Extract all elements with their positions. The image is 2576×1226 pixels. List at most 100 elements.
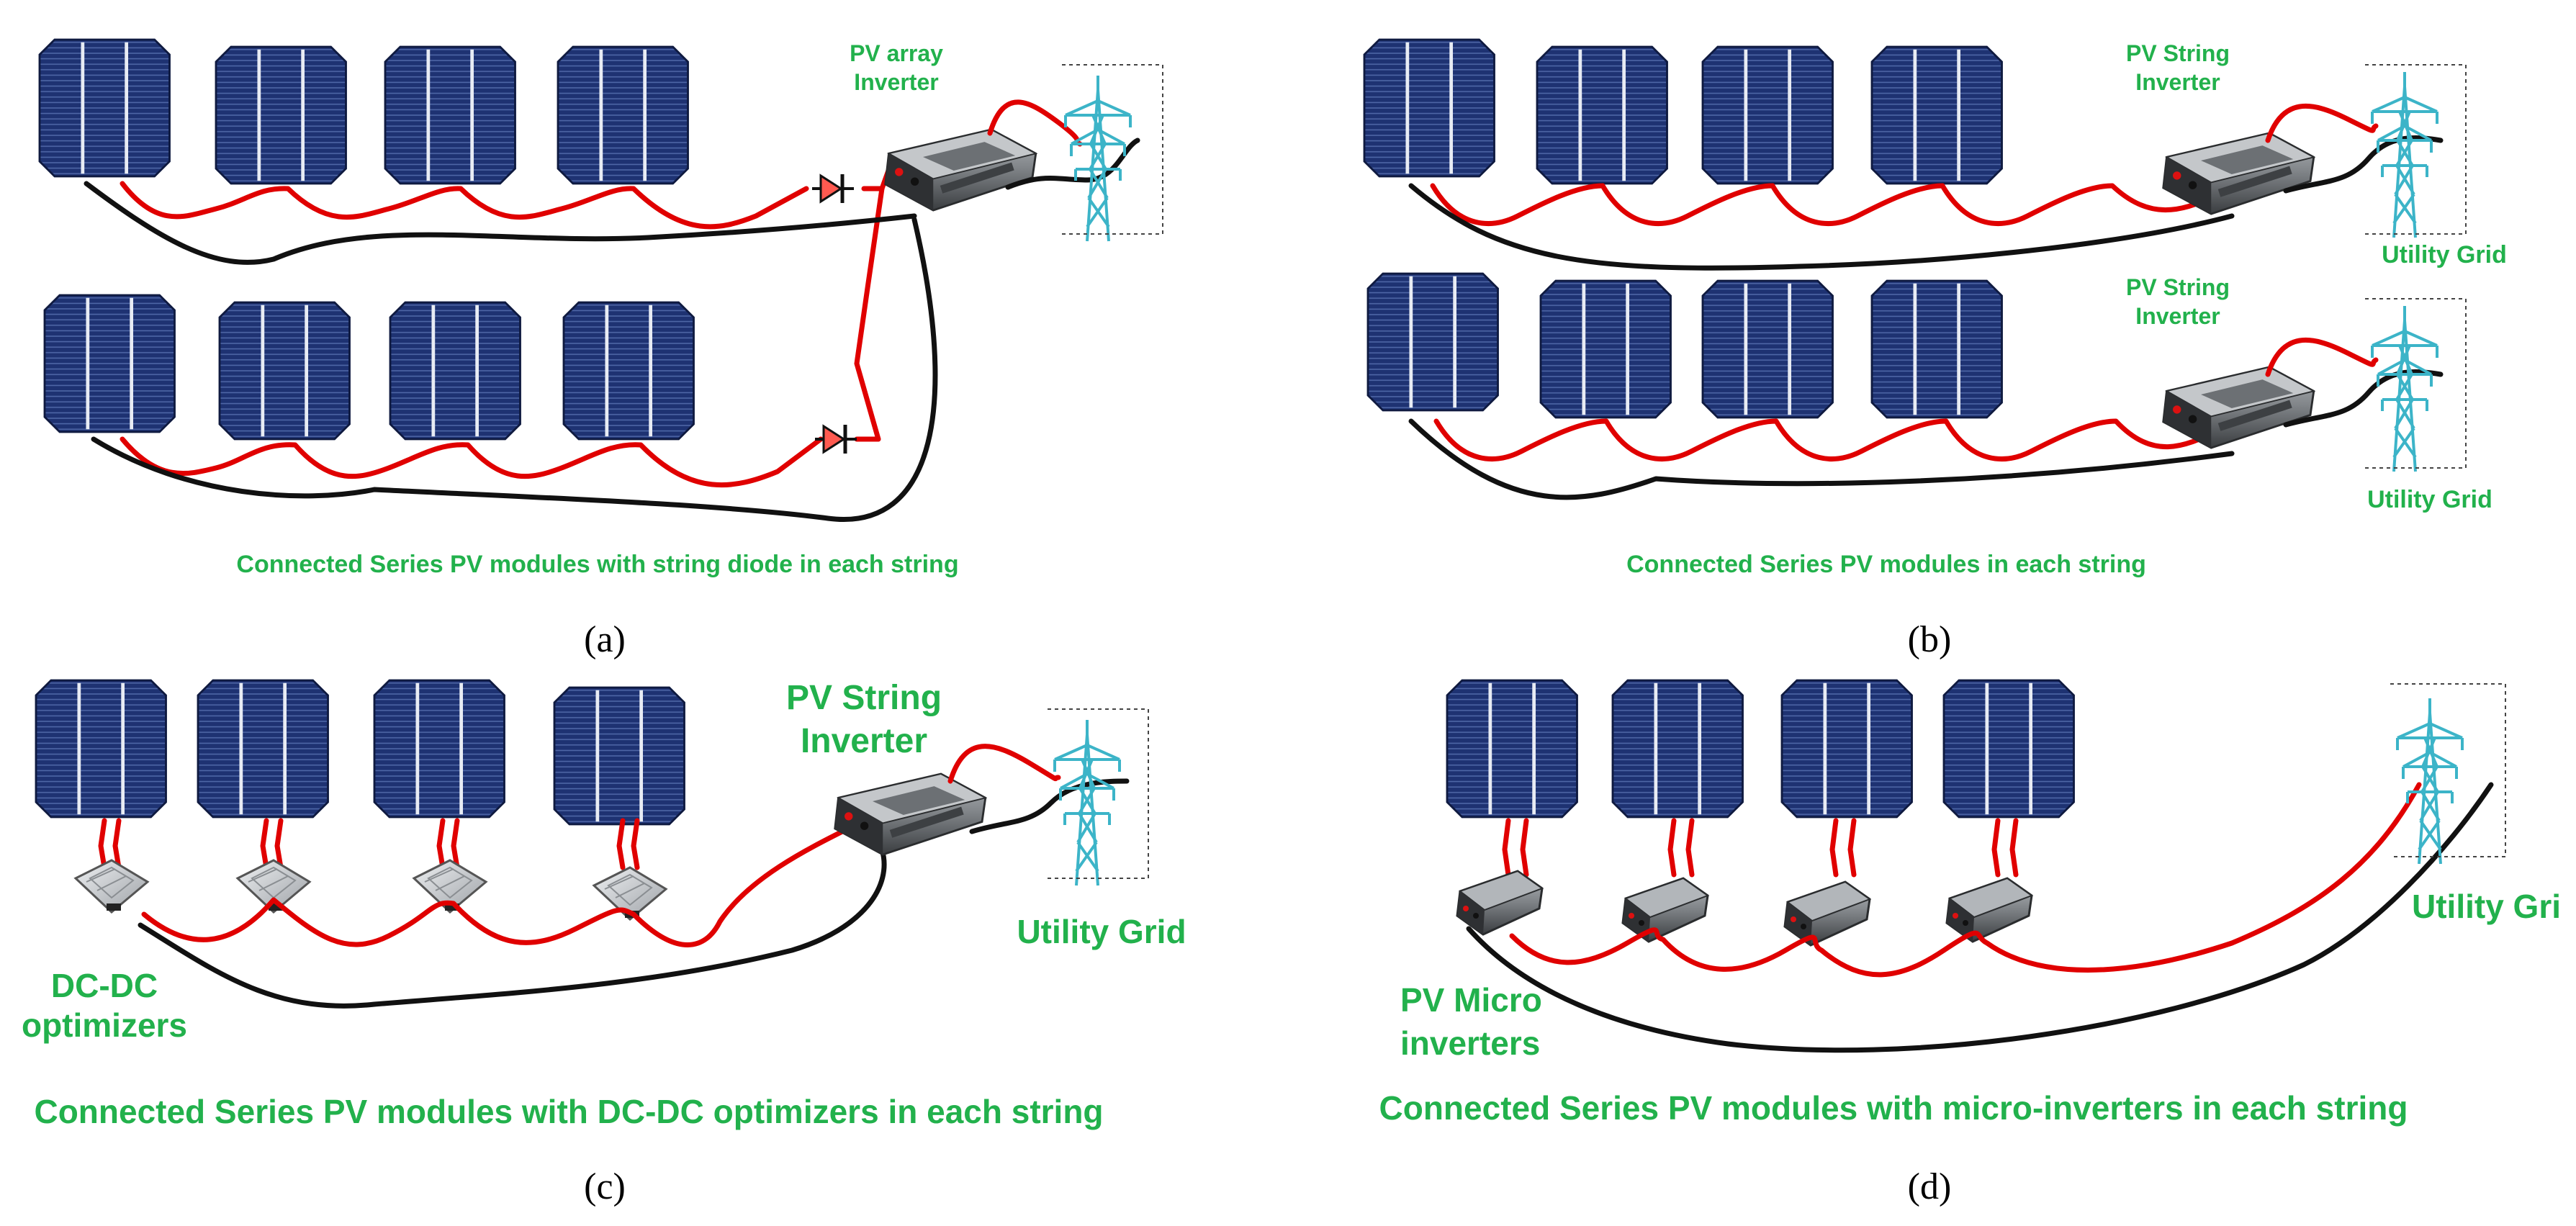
black-wire — [1408, 418, 2235, 500]
red-wire — [616, 818, 626, 870]
red-wire — [141, 825, 852, 947]
solar-panel-icon — [385, 47, 515, 184]
inverter-label: PV String — [786, 679, 942, 717]
transmission-tower-icon — [2371, 305, 2438, 473]
inverter-label: Inverter — [2135, 69, 2220, 95]
black-wire — [1408, 183, 2235, 271]
inverter-label: Inverter — [854, 69, 938, 95]
red-wire — [1667, 818, 1677, 878]
grid-boundary — [2390, 683, 2506, 857]
red-wire — [947, 744, 1061, 784]
utility-grid-label: Utility Grid — [2367, 486, 2492, 513]
micro-inverter-icon — [1945, 877, 2033, 943]
inverter-label: PV array — [850, 40, 943, 66]
micro-inverter-icon — [1621, 877, 1709, 943]
utility-grid-label: Utility Gri — [2412, 888, 2561, 925]
micro-inverter-icon — [1783, 880, 1871, 947]
solar-panel-icon — [1613, 680, 1743, 817]
solar-panel-icon — [390, 302, 521, 439]
solar-panel-icon — [554, 688, 685, 824]
red-wire — [1433, 418, 2235, 461]
red-wire — [1991, 818, 2001, 878]
inverter-label: PV String — [2126, 40, 2230, 66]
black-wire — [2283, 135, 2444, 194]
micro-inverter-icon — [1456, 870, 1544, 936]
micro-inverter-label: inverters — [1400, 1024, 1540, 1062]
caption-a: Connected Series PV modules with string … — [236, 551, 958, 578]
panel-letter-d: (d) — [1908, 1166, 1952, 1207]
inverter-icon — [884, 128, 1037, 212]
solar-panel-icon — [1872, 281, 2002, 418]
red-wire — [1520, 818, 1529, 878]
red-wire — [120, 181, 809, 230]
caption-c: Connected Series PV modules with DC-DC o… — [34, 1093, 1103, 1130]
red-wire — [1502, 818, 1511, 878]
solar-panel-icon — [198, 680, 328, 817]
solar-panel-icon — [1541, 281, 1671, 418]
panel-letter-a: (a) — [584, 619, 626, 660]
solar-panel-icon — [374, 680, 505, 817]
micro-inverter-label: PV Micro — [1400, 981, 1542, 1019]
red-wire — [274, 818, 284, 870]
solar-panel-icon — [1368, 274, 1498, 410]
solar-panel-icon — [558, 47, 688, 184]
utility-grid-label: Utility Grid — [2382, 241, 2507, 269]
optimizer-label: DC-DC — [51, 967, 158, 1004]
diode-icon — [815, 425, 857, 454]
optimizer-icon — [236, 859, 311, 914]
red-wire — [1685, 818, 1695, 878]
solar-panel-icon — [45, 295, 175, 432]
transmission-tower-icon — [1053, 718, 1121, 887]
solar-panel-icon — [36, 680, 166, 817]
red-wire — [1829, 818, 1839, 878]
black-wire — [2283, 369, 2444, 428]
solar-panel-icon — [1537, 47, 1667, 184]
utility-grid-label: Utility Grid — [1017, 913, 1186, 950]
solar-panel-icon — [220, 302, 350, 439]
diode-icon — [812, 174, 854, 203]
red-wire — [854, 186, 885, 442]
optimizer-icon — [74, 859, 149, 914]
inverter-label: Inverter — [801, 722, 927, 760]
solar-panel-icon — [216, 47, 346, 184]
red-wire — [1430, 183, 2235, 226]
grid-boundary — [1062, 64, 1163, 235]
panel-letter-c: (c) — [584, 1166, 626, 1207]
inverter-icon — [2162, 132, 2315, 215]
red-wire — [631, 818, 640, 870]
black-wire — [138, 847, 887, 1009]
solar-panel-icon — [1447, 680, 1577, 817]
black-wire — [969, 778, 1130, 834]
grid-boundary — [1048, 708, 1149, 879]
solar-panel-icon — [1872, 47, 2002, 184]
red-wire — [2265, 338, 2379, 377]
red-wire — [2265, 104, 2379, 143]
transmission-tower-icon — [2371, 71, 2438, 239]
solar-panel-icon — [1364, 40, 1495, 176]
solar-panel-icon — [1703, 47, 1833, 184]
grid-boundary — [2365, 298, 2467, 469]
solar-panel-icon — [1944, 680, 2074, 817]
solar-panel-icon — [40, 40, 170, 176]
black-wire — [91, 217, 938, 522]
solar-panel-icon — [1703, 281, 1833, 418]
red-wire — [2009, 818, 2019, 878]
inverter-label: PV String — [2126, 274, 2230, 300]
panel-letter-b: (b) — [1908, 619, 1952, 660]
red-wire — [112, 818, 122, 870]
solar-panel-icon — [1782, 680, 1912, 817]
black-wire — [84, 181, 917, 265]
red-wire — [451, 818, 460, 870]
red-wire — [1847, 818, 1857, 878]
caption-d: Connected Series PV modules with micro-i… — [1379, 1089, 2408, 1127]
inverter-icon — [834, 772, 987, 856]
inverter-label: Inverter — [2135, 303, 2220, 329]
optimizer-label: optimizers — [22, 1006, 187, 1044]
black-wire — [1466, 782, 2494, 1053]
red-wire — [120, 436, 824, 488]
caption-b: Connected Series PV modules in each stri… — [1626, 551, 2146, 578]
solar-panel-icon — [564, 302, 694, 439]
red-wire — [260, 818, 269, 870]
red-wire — [436, 818, 446, 870]
